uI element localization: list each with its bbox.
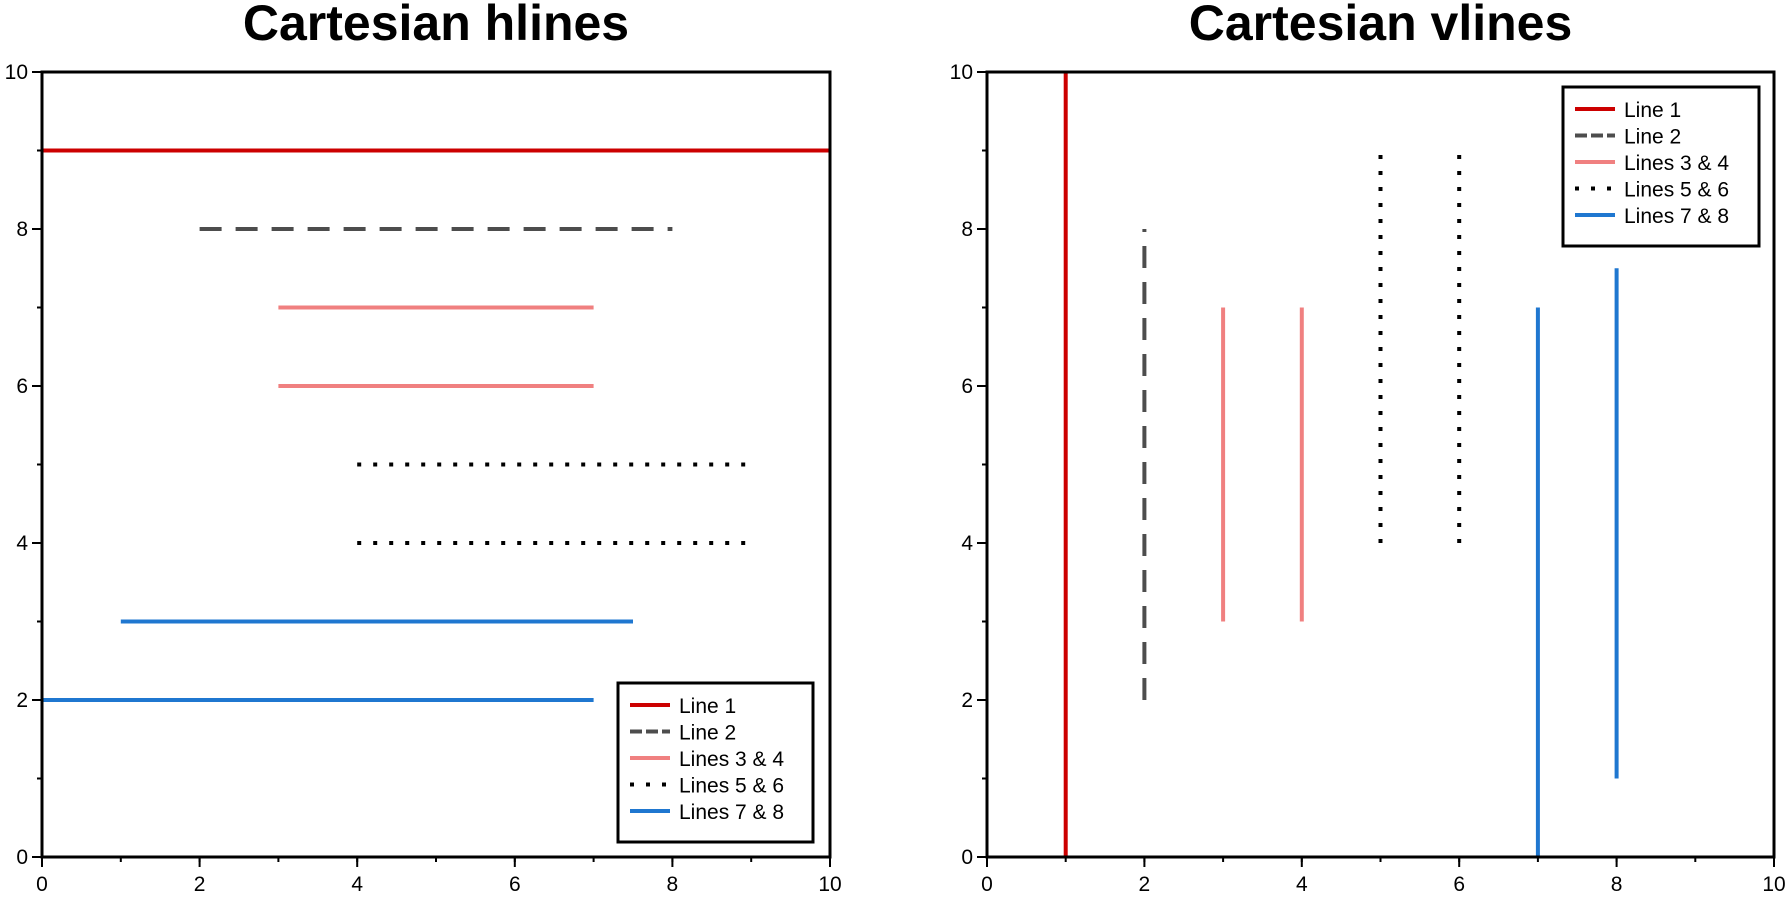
legend-label-3: Lines 3 & 4 <box>679 748 784 771</box>
y-tick-label: 4 <box>16 532 28 555</box>
legend-label-2: Line 2 <box>1624 126 1681 149</box>
y-tick-label: 8 <box>961 218 973 241</box>
x-tick-label: 8 <box>667 873 679 895</box>
y-tick-label: 8 <box>16 218 28 241</box>
y-tick-label: 2 <box>961 689 973 712</box>
x-tick-label: 2 <box>194 873 206 895</box>
x-tick-label: 10 <box>1762 873 1785 895</box>
y-tick-label: 0 <box>16 846 28 869</box>
legend-label-4: Lines 5 & 6 <box>679 775 784 798</box>
legend-box <box>1561 85 1761 248</box>
x-tick-label: 4 <box>1296 873 1308 895</box>
legend-label-5: Lines 7 & 8 <box>1624 205 1729 228</box>
legend-label-4: Lines 5 & 6 <box>1624 179 1729 202</box>
legend-label-5: Lines 7 & 8 <box>679 801 784 824</box>
y-tick-label: 6 <box>16 375 28 398</box>
legend-box <box>616 681 815 844</box>
y-tick-label: 6 <box>961 375 973 398</box>
chart-title: Cartesian hlines <box>243 0 629 51</box>
legend-label-1: Line 1 <box>679 695 736 718</box>
y-tick-label: 10 <box>5 61 28 84</box>
legend-label-1: Line 1 <box>1624 99 1681 122</box>
y-tick-label: 10 <box>950 61 973 84</box>
chart-title: Cartesian vlines <box>1189 0 1573 51</box>
x-tick-label: 6 <box>1453 873 1465 895</box>
y-tick-label: 0 <box>961 846 973 869</box>
legend-label-2: Line 2 <box>679 722 736 745</box>
x-tick-label: 0 <box>36 873 48 895</box>
legend-label-3: Lines 3 & 4 <box>1624 152 1729 175</box>
y-tick-label: 2 <box>16 689 28 712</box>
x-tick-label: 8 <box>1611 873 1623 895</box>
x-tick-label: 2 <box>1139 873 1151 895</box>
x-tick-label: 4 <box>351 873 363 895</box>
x-tick-label: 0 <box>981 873 993 895</box>
y-tick-label: 4 <box>961 532 973 555</box>
x-tick-label: 6 <box>509 873 521 895</box>
x-tick-label: 10 <box>818 873 841 895</box>
